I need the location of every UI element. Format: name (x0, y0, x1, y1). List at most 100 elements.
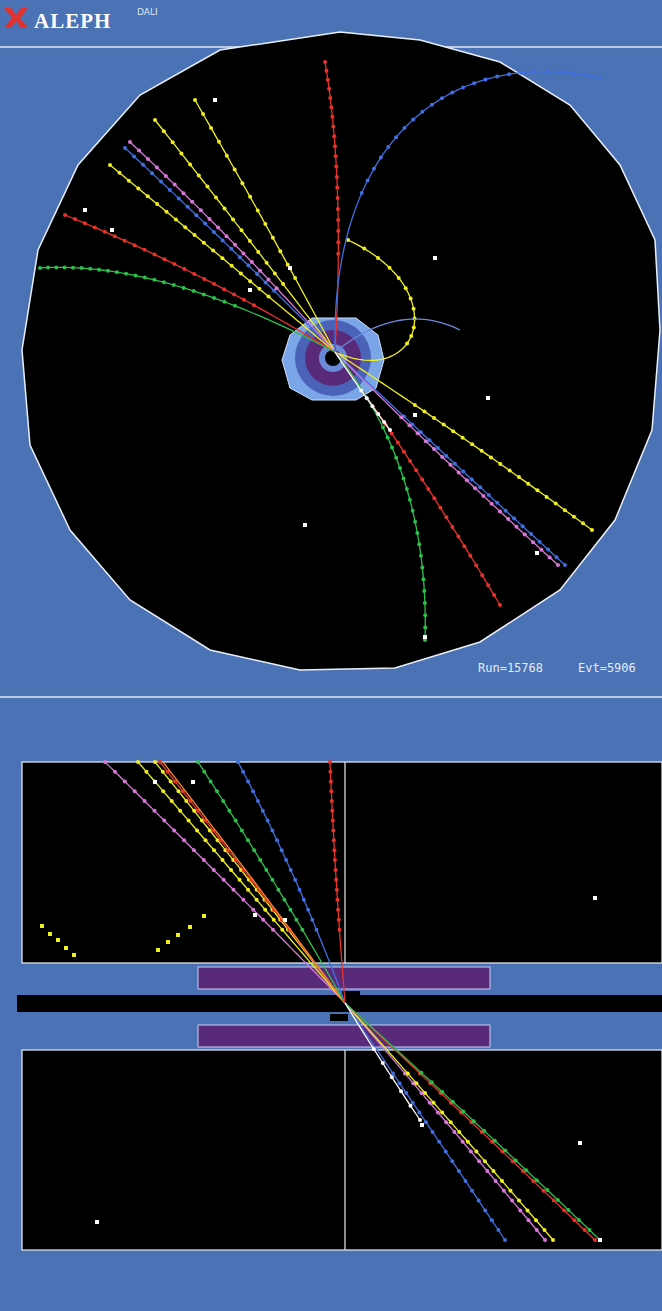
track-hit (143, 248, 147, 252)
track-hit (178, 809, 182, 813)
track-hit (73, 217, 77, 221)
track-hit (502, 1189, 506, 1193)
track-hit (46, 266, 50, 270)
track-hit (239, 228, 243, 232)
track-hit (272, 918, 276, 922)
track-hit (412, 307, 416, 311)
calorimeter-hit (288, 266, 292, 270)
track-hit (174, 218, 178, 222)
track-hit (38, 266, 42, 270)
track-hit (481, 494, 485, 498)
track-hit (500, 1179, 504, 1183)
track-hit (444, 515, 448, 519)
track-hit (583, 1228, 587, 1232)
track-hit (469, 1149, 473, 1153)
track-hit (498, 603, 502, 607)
calorimeter-hit (433, 256, 437, 260)
calorimeter-hit (423, 635, 427, 639)
track-hit (581, 521, 585, 525)
track-hit (448, 463, 452, 467)
track-hit (256, 250, 260, 254)
track-hit (231, 888, 235, 892)
track-hit (444, 1120, 448, 1124)
track-hit (239, 272, 243, 276)
track-hit (406, 1071, 410, 1075)
track-hit (123, 779, 127, 783)
track-hit (507, 72, 511, 76)
track-hit (171, 140, 175, 144)
track-hit (545, 70, 549, 74)
track-hit (293, 276, 297, 280)
track-hit (390, 431, 394, 435)
track-hit (504, 509, 508, 513)
calorimeter-hit (253, 913, 257, 917)
track-hit (366, 179, 370, 183)
track-hit (202, 914, 206, 918)
track-hit (248, 195, 252, 199)
track-hit (405, 341, 409, 345)
track-hit (381, 425, 385, 429)
track-hit (444, 454, 448, 458)
particle-track (105, 762, 345, 1003)
track-hit (88, 267, 92, 271)
track-hit (473, 486, 477, 490)
track-hit (450, 1159, 454, 1163)
track-hit (419, 554, 423, 558)
track-hit (461, 1140, 465, 1144)
particle-track (335, 352, 500, 605)
track-hit (398, 466, 402, 470)
track-hit (432, 447, 436, 451)
calorimeter-hit (95, 1220, 99, 1224)
track-hit (115, 270, 119, 274)
track-hit (562, 1208, 566, 1212)
track-hit (414, 1081, 418, 1085)
track-hit (432, 416, 436, 420)
track-hit (204, 838, 208, 842)
track-hit (503, 1149, 507, 1153)
track-hit (221, 799, 225, 803)
track-hit (182, 838, 186, 842)
track-hit (227, 809, 231, 813)
track-hit (113, 770, 117, 774)
track-hit (255, 898, 259, 902)
track-hit (331, 124, 335, 128)
track-hit (294, 918, 298, 922)
track-hit (412, 326, 416, 330)
track-hit (452, 1130, 456, 1134)
track-hit (532, 70, 536, 74)
track-hit (424, 1120, 428, 1124)
track-hit (173, 183, 177, 187)
track-hit (334, 868, 338, 872)
track-hit (270, 828, 274, 832)
track-hit (169, 779, 173, 783)
run-number: Run=15768 (478, 661, 543, 675)
calorimeter-hit (598, 1238, 602, 1242)
track-hit (132, 154, 136, 158)
track-hit (461, 470, 465, 474)
track-hit (493, 1139, 497, 1143)
experiment-name: ALEPH (34, 9, 111, 34)
particle-track (125, 148, 335, 352)
track-hit (514, 1158, 518, 1162)
track-hit (420, 565, 424, 569)
track-hit (242, 298, 246, 302)
track-hit (146, 194, 150, 198)
track-hit (539, 548, 543, 552)
track-hit (182, 267, 186, 271)
track-hit (372, 1047, 376, 1051)
track-hit (324, 69, 328, 73)
track-hit (486, 583, 490, 587)
particle-track (155, 120, 335, 352)
track-hit (437, 1140, 441, 1144)
track-hit (402, 476, 406, 480)
track-hit (250, 260, 254, 264)
track-hit (405, 487, 409, 491)
tpc-outline (22, 32, 660, 670)
particle-track (345, 1003, 553, 1240)
track-hit (577, 1218, 581, 1222)
track-hit (152, 278, 156, 282)
calorimeter-hit (248, 288, 252, 292)
particle-track (198, 762, 345, 1003)
track-hit (155, 166, 159, 170)
